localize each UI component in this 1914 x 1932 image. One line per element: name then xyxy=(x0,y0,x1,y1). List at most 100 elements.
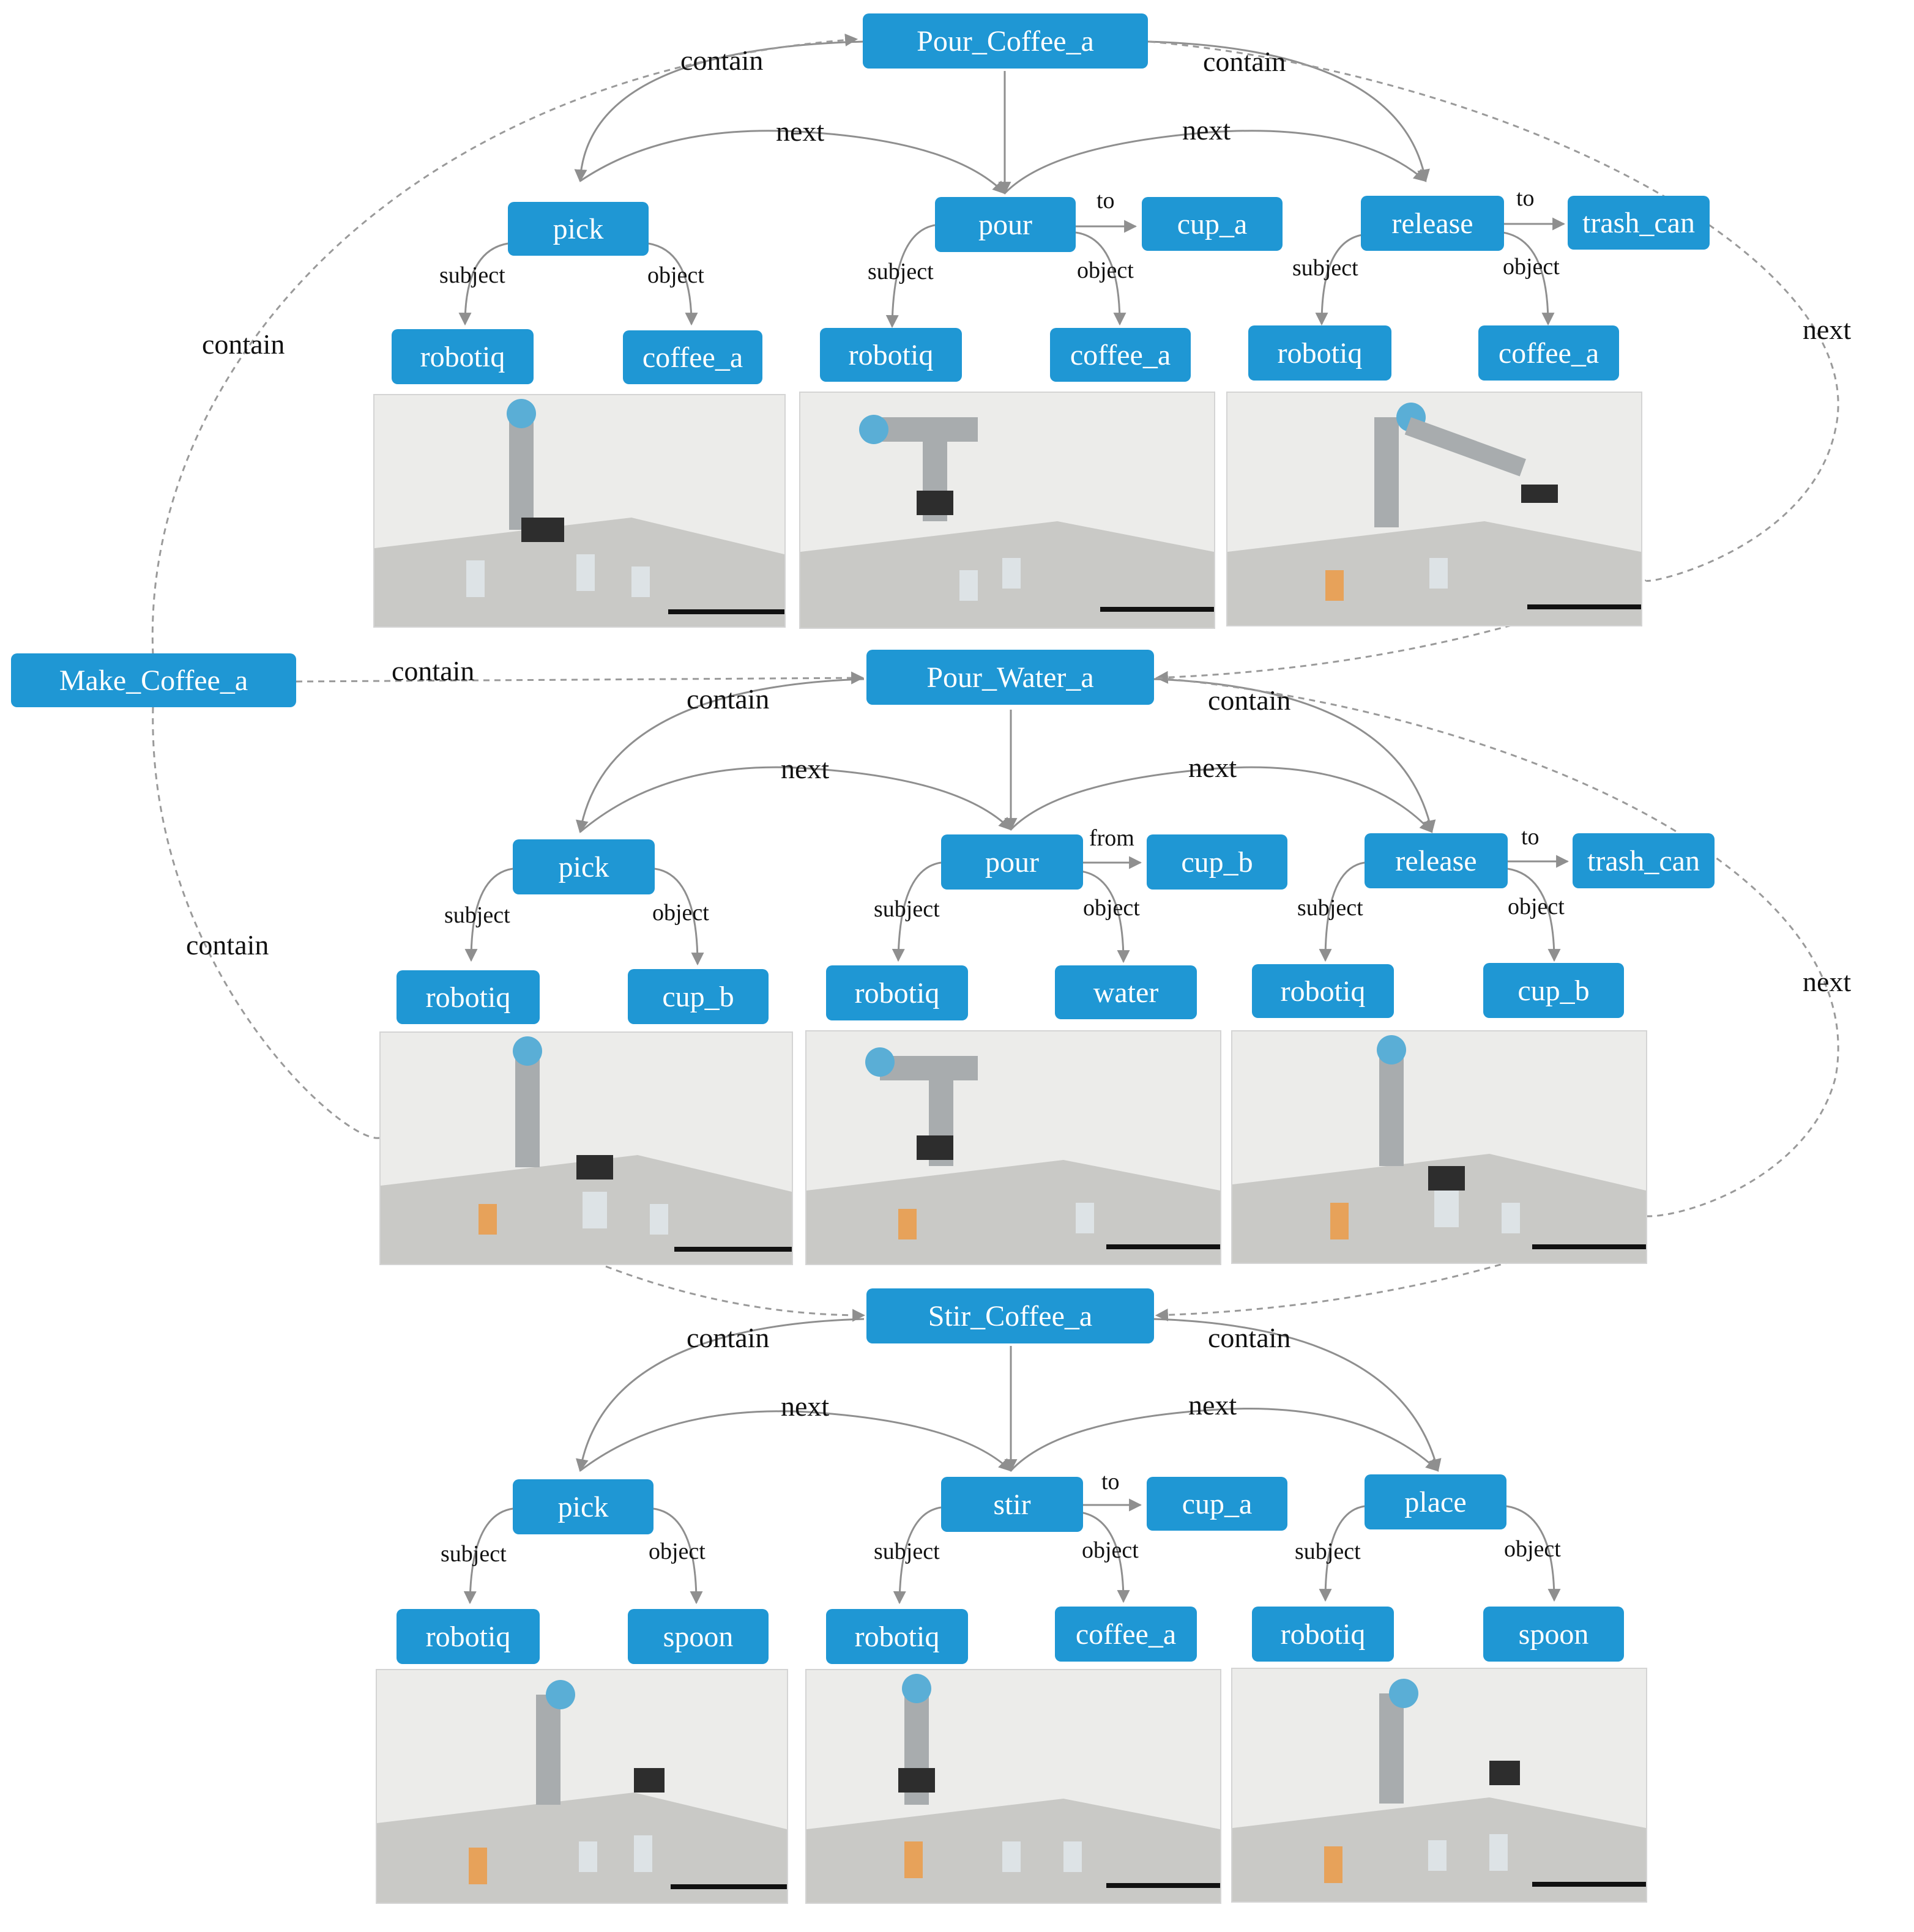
edge-next-r2-a xyxy=(579,766,1012,833)
label-contain: contain xyxy=(186,929,269,960)
photo-r3-stir xyxy=(805,1669,1221,1904)
label-contain: contain xyxy=(1208,685,1291,716)
label-to: to xyxy=(1101,1469,1120,1495)
label-contain: contain xyxy=(392,655,475,686)
node-r1-release-target: trash_can xyxy=(1568,196,1710,250)
node-r2-release-object: cup_b xyxy=(1483,963,1624,1018)
edge-contain-r2-pick xyxy=(575,678,865,834)
label-object: object xyxy=(647,262,704,288)
label-contain: contain xyxy=(687,683,770,715)
edge-contain-make-stircoffee xyxy=(152,707,864,1315)
photo-r2-release xyxy=(1231,1030,1647,1264)
node-r3-pick-subject: robotiq xyxy=(397,1609,540,1664)
label-object: object xyxy=(649,1539,706,1564)
node-r3-stir-object: coffee_a xyxy=(1055,1607,1197,1662)
edge-next-r1-b xyxy=(1004,130,1427,195)
label-object: object xyxy=(1504,1536,1561,1562)
photo-r2-pick xyxy=(379,1031,793,1265)
label-subject: subject xyxy=(444,902,510,928)
node-r2-release: release xyxy=(1365,833,1508,888)
photo-r2-pour xyxy=(805,1030,1221,1265)
label-next: next xyxy=(781,1391,830,1422)
label-contain: contain xyxy=(1203,46,1286,77)
label-subject: subject xyxy=(1292,255,1358,281)
node-r2-pick: pick xyxy=(513,839,655,894)
node-r3-stir-subject: robotiq xyxy=(826,1609,968,1664)
node-make-coffee: Make_Coffee_a xyxy=(11,653,296,707)
label-subject: subject xyxy=(1297,895,1363,921)
edge-contain-r2-release xyxy=(1152,678,1436,834)
node-r1-pick: pick xyxy=(508,202,649,256)
label-object: object xyxy=(1083,895,1140,921)
node-r1-pour-target: cup_a xyxy=(1142,197,1283,251)
edge-contain-r3-pick xyxy=(575,1318,865,1473)
label-object: object xyxy=(1503,254,1560,280)
label-to: to xyxy=(1097,188,1115,214)
label-to: to xyxy=(1521,824,1540,850)
edge-next-r2-b xyxy=(1010,766,1433,833)
label-next: next xyxy=(1803,966,1852,997)
node-r3-pick: pick xyxy=(513,1479,654,1534)
node-r2-release-subject: robotiq xyxy=(1252,964,1394,1018)
node-pour-water: Pour_Water_a xyxy=(866,650,1154,705)
node-r1-pour: pour xyxy=(935,197,1076,252)
edge-next-r1-a xyxy=(579,130,1006,195)
node-r1-release-subject: robotiq xyxy=(1248,325,1391,381)
label-next: next xyxy=(1803,314,1852,345)
node-r1-release-object: coffee_a xyxy=(1478,325,1619,381)
label-object: object xyxy=(652,900,709,926)
label-object: object xyxy=(1082,1537,1139,1563)
node-r2-pick-object: cup_b xyxy=(628,969,769,1024)
photo-r3-place xyxy=(1231,1668,1647,1903)
edge-contain-r1-pick xyxy=(574,40,865,183)
edge-next-pourwater-stircoffee xyxy=(1156,677,1839,1315)
label-contain: contain xyxy=(687,1322,770,1353)
node-r1-pick-object: coffee_a xyxy=(623,330,762,384)
node-r1-pour-subject: robotiq xyxy=(820,328,962,382)
label-object: object xyxy=(1077,258,1134,283)
label-to: to xyxy=(1516,185,1535,211)
label-subject: subject xyxy=(874,896,940,922)
label-contain: contain xyxy=(1208,1322,1291,1353)
node-r2-pour-subject: robotiq xyxy=(826,965,968,1020)
node-r2-pick-subject: robotiq xyxy=(397,970,540,1024)
label-subject: subject xyxy=(441,1541,507,1567)
label-subject: subject xyxy=(439,262,505,288)
label-subject: subject xyxy=(874,1539,940,1564)
edge-contain-make-pourcoffee xyxy=(151,33,858,655)
node-r1-pour-object: coffee_a xyxy=(1050,328,1191,382)
label-from: from xyxy=(1089,825,1134,851)
label-contain: contain xyxy=(202,329,285,360)
node-r3-place: place xyxy=(1365,1474,1506,1529)
node-stir-coffee: Stir_Coffee_a xyxy=(866,1288,1154,1343)
label-next: next xyxy=(1182,114,1231,146)
label-subject: subject xyxy=(1295,1539,1361,1564)
node-pour-coffee: Pour_Coffee_a xyxy=(863,13,1148,69)
edge-next-r3-b xyxy=(1010,1407,1439,1472)
photo-r1-release xyxy=(1226,392,1642,626)
node-r2-pour: pour xyxy=(941,834,1083,890)
label-contain: contain xyxy=(680,45,764,76)
node-r2-release-target: trash_can xyxy=(1573,833,1715,888)
label-object: object xyxy=(1508,894,1565,920)
node-r1-release: release xyxy=(1361,196,1504,251)
node-r2-pour-target: cup_b xyxy=(1147,834,1287,890)
edge-next-pourcoffee-pourwater xyxy=(1149,40,1839,678)
label-next: next xyxy=(1188,752,1237,783)
label-subject: subject xyxy=(868,259,934,284)
photo-r1-pick xyxy=(373,394,786,628)
edge-contain-r1-release xyxy=(1147,40,1430,183)
label-next: next xyxy=(781,753,830,784)
label-next: next xyxy=(1188,1389,1237,1421)
node-r3-pick-object: spoon xyxy=(628,1609,769,1664)
node-r3-place-object: spoon xyxy=(1483,1607,1624,1662)
node-r2-pour-object: water xyxy=(1055,965,1197,1019)
edge-contain-r3-place xyxy=(1152,1318,1442,1473)
label-next: next xyxy=(776,116,825,147)
node-r1-pick-subject: robotiq xyxy=(392,329,534,384)
node-r3-stir: stir xyxy=(941,1477,1083,1532)
node-r3-stir-target: cup_a xyxy=(1147,1477,1287,1531)
edge-contain-make-pourwater xyxy=(296,671,865,685)
edge-next-r3-a xyxy=(579,1410,1012,1472)
